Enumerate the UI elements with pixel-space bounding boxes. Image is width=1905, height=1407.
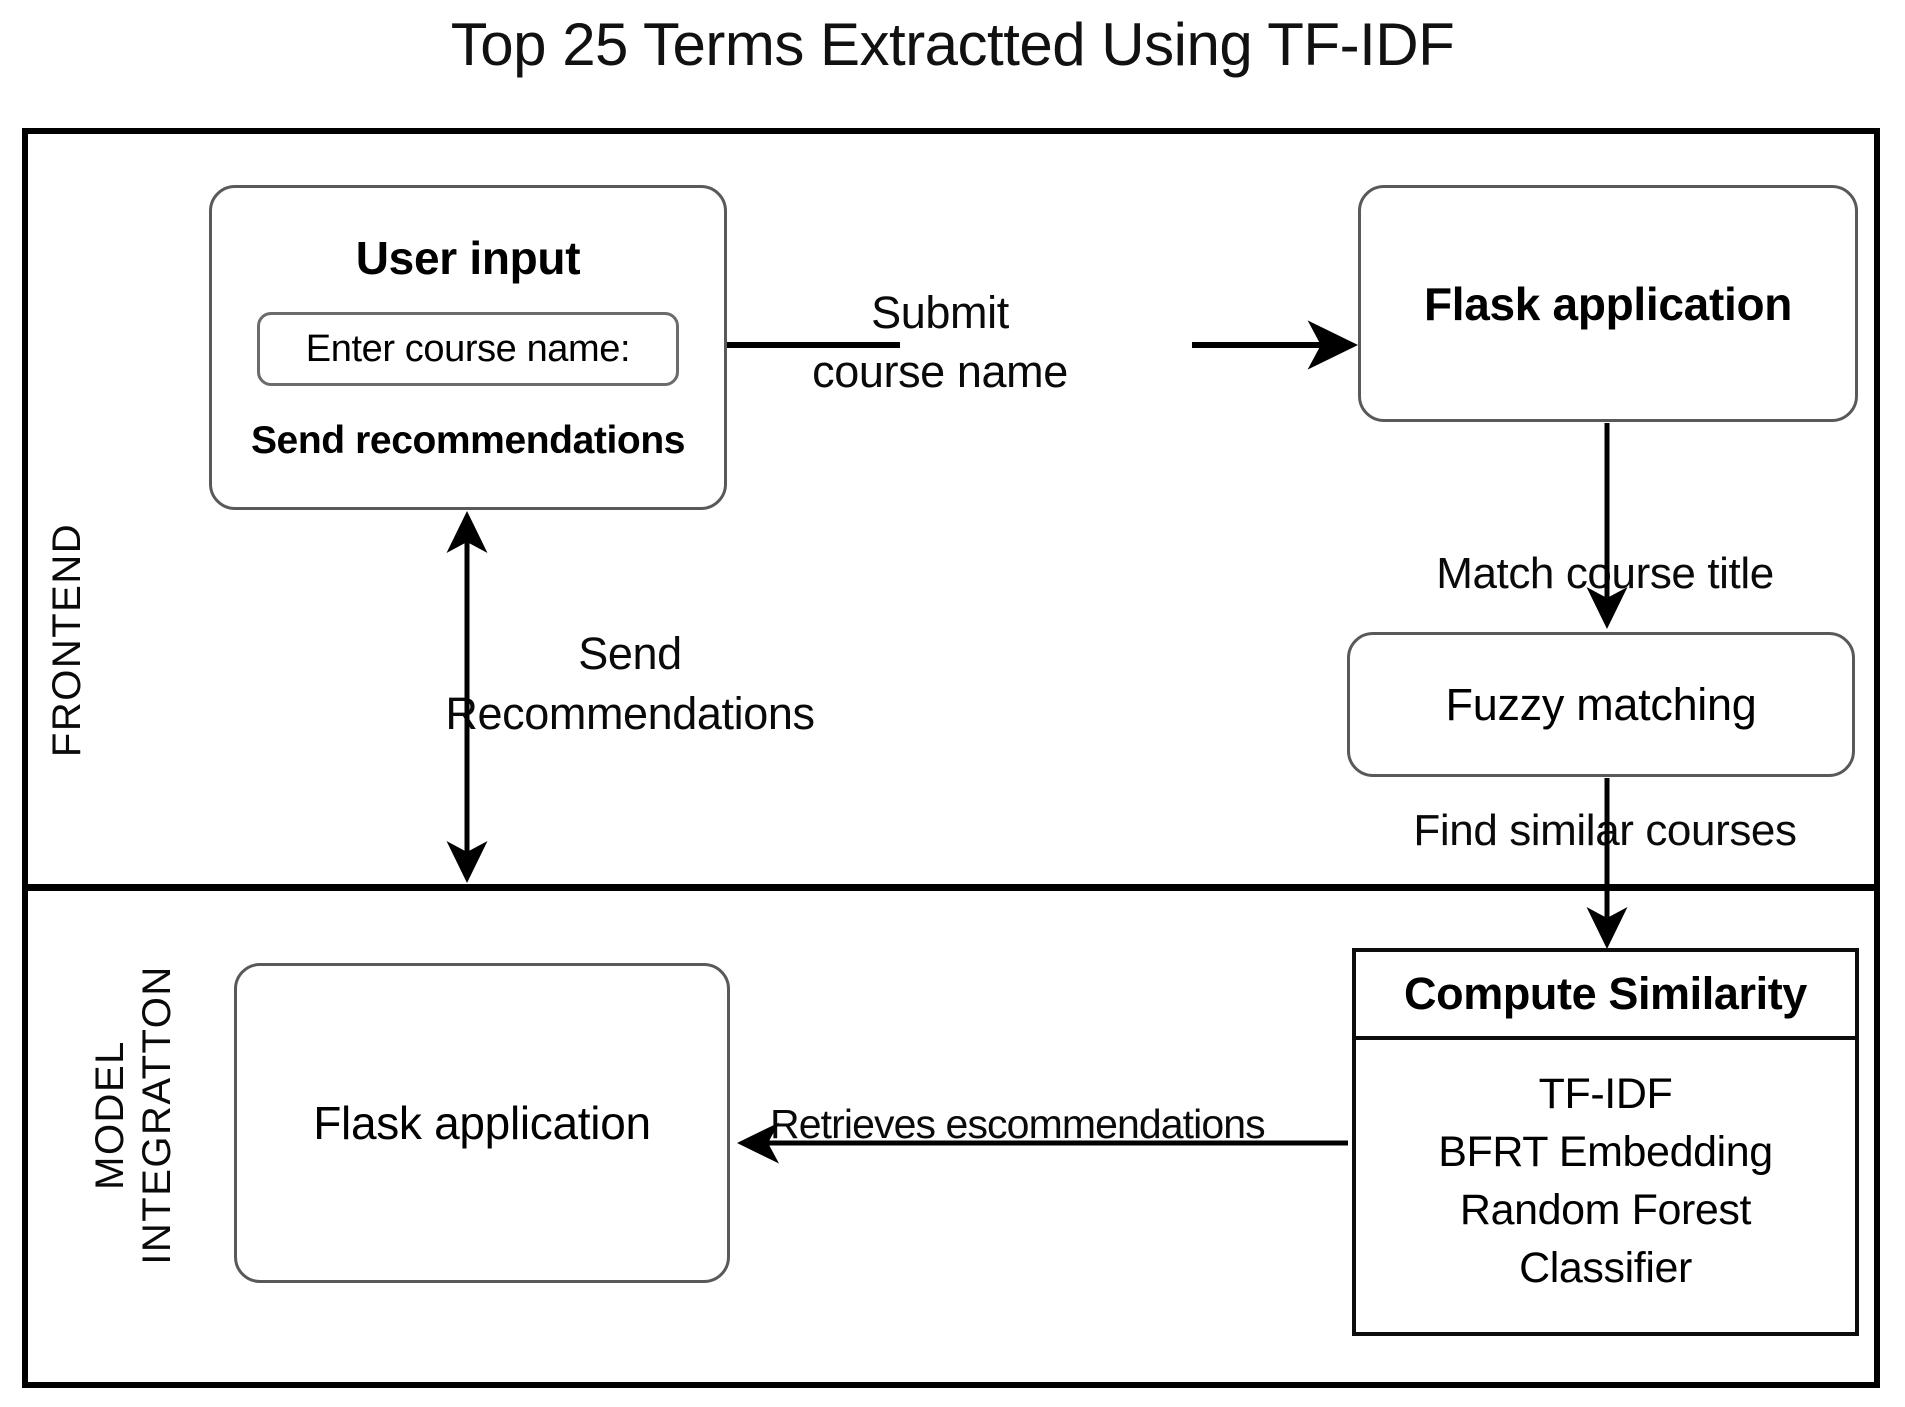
flask-application-top-label: Flask application [1423, 277, 1793, 330]
compute-item-random-forest: Random Forest [1459, 1186, 1752, 1234]
node-fuzzy-matching[interactable]: Fuzzy matching [1347, 632, 1855, 777]
section-label-model-integration: MODEL INTEGRATTON [87, 925, 181, 1305]
page-title: Top 25 Terms Extractted Using TF-IDF [450, 11, 1455, 78]
compute-similarity-body: TF-IDF BFRT Embedding Random Forest Clas… [1356, 1040, 1855, 1332]
course-name-input[interactable]: Enter course name: [257, 312, 679, 386]
compute-item-tfidf: TF-IDF [1538, 1070, 1673, 1118]
edge-label-send-rec-line2: Recommendations [445, 688, 815, 739]
edge-label-match-course-title: Match course title [1436, 549, 1774, 598]
fuzzy-matching-label: Fuzzy matching [1445, 678, 1757, 730]
compute-similarity-header: Compute Similarity [1356, 952, 1855, 1040]
compute-item-classifier: Classifier [1519, 1244, 1692, 1292]
edge-label-submit-course-name: Submit course name [720, 283, 1160, 401]
section-label-frontend: FRONTEND [45, 522, 89, 758]
node-compute-similarity[interactable]: Compute Similarity TF-IDF BFRT Embedding… [1352, 948, 1859, 1336]
send-recommendations-button[interactable]: Send recommendations [250, 419, 686, 462]
edge-label-send-rec-line1: Send [578, 628, 682, 679]
node-flask-application-frontend[interactable]: Flask application [1358, 185, 1858, 422]
edge-label-submit-line1: Submit [871, 287, 1009, 338]
section-label-model-line2: INTEGRATTON [135, 965, 179, 1265]
node-flask-application-backend[interactable]: Flask application [234, 963, 730, 1283]
edge-label-submit-line2: course name [812, 346, 1068, 397]
edge-label-find-similar-courses: Find similar courses [1413, 806, 1797, 855]
edge-label-retrieves-recommendations: Retrieves escommendations [770, 1101, 1266, 1147]
compute-item-bert-embedding: BFRT Embedding [1438, 1128, 1773, 1176]
user-input-title: User input [355, 232, 581, 284]
section-divider [22, 884, 1880, 891]
edge-label-send-recommendations: Send Recommendations [370, 624, 890, 744]
flask-application-bottom-label: Flask application [313, 1097, 651, 1149]
course-name-input-label: Enter course name: [305, 328, 631, 370]
section-label-model-line1: MODEL [88, 1040, 132, 1190]
node-user-input[interactable]: User input Enter course name: Send recom… [209, 185, 727, 510]
